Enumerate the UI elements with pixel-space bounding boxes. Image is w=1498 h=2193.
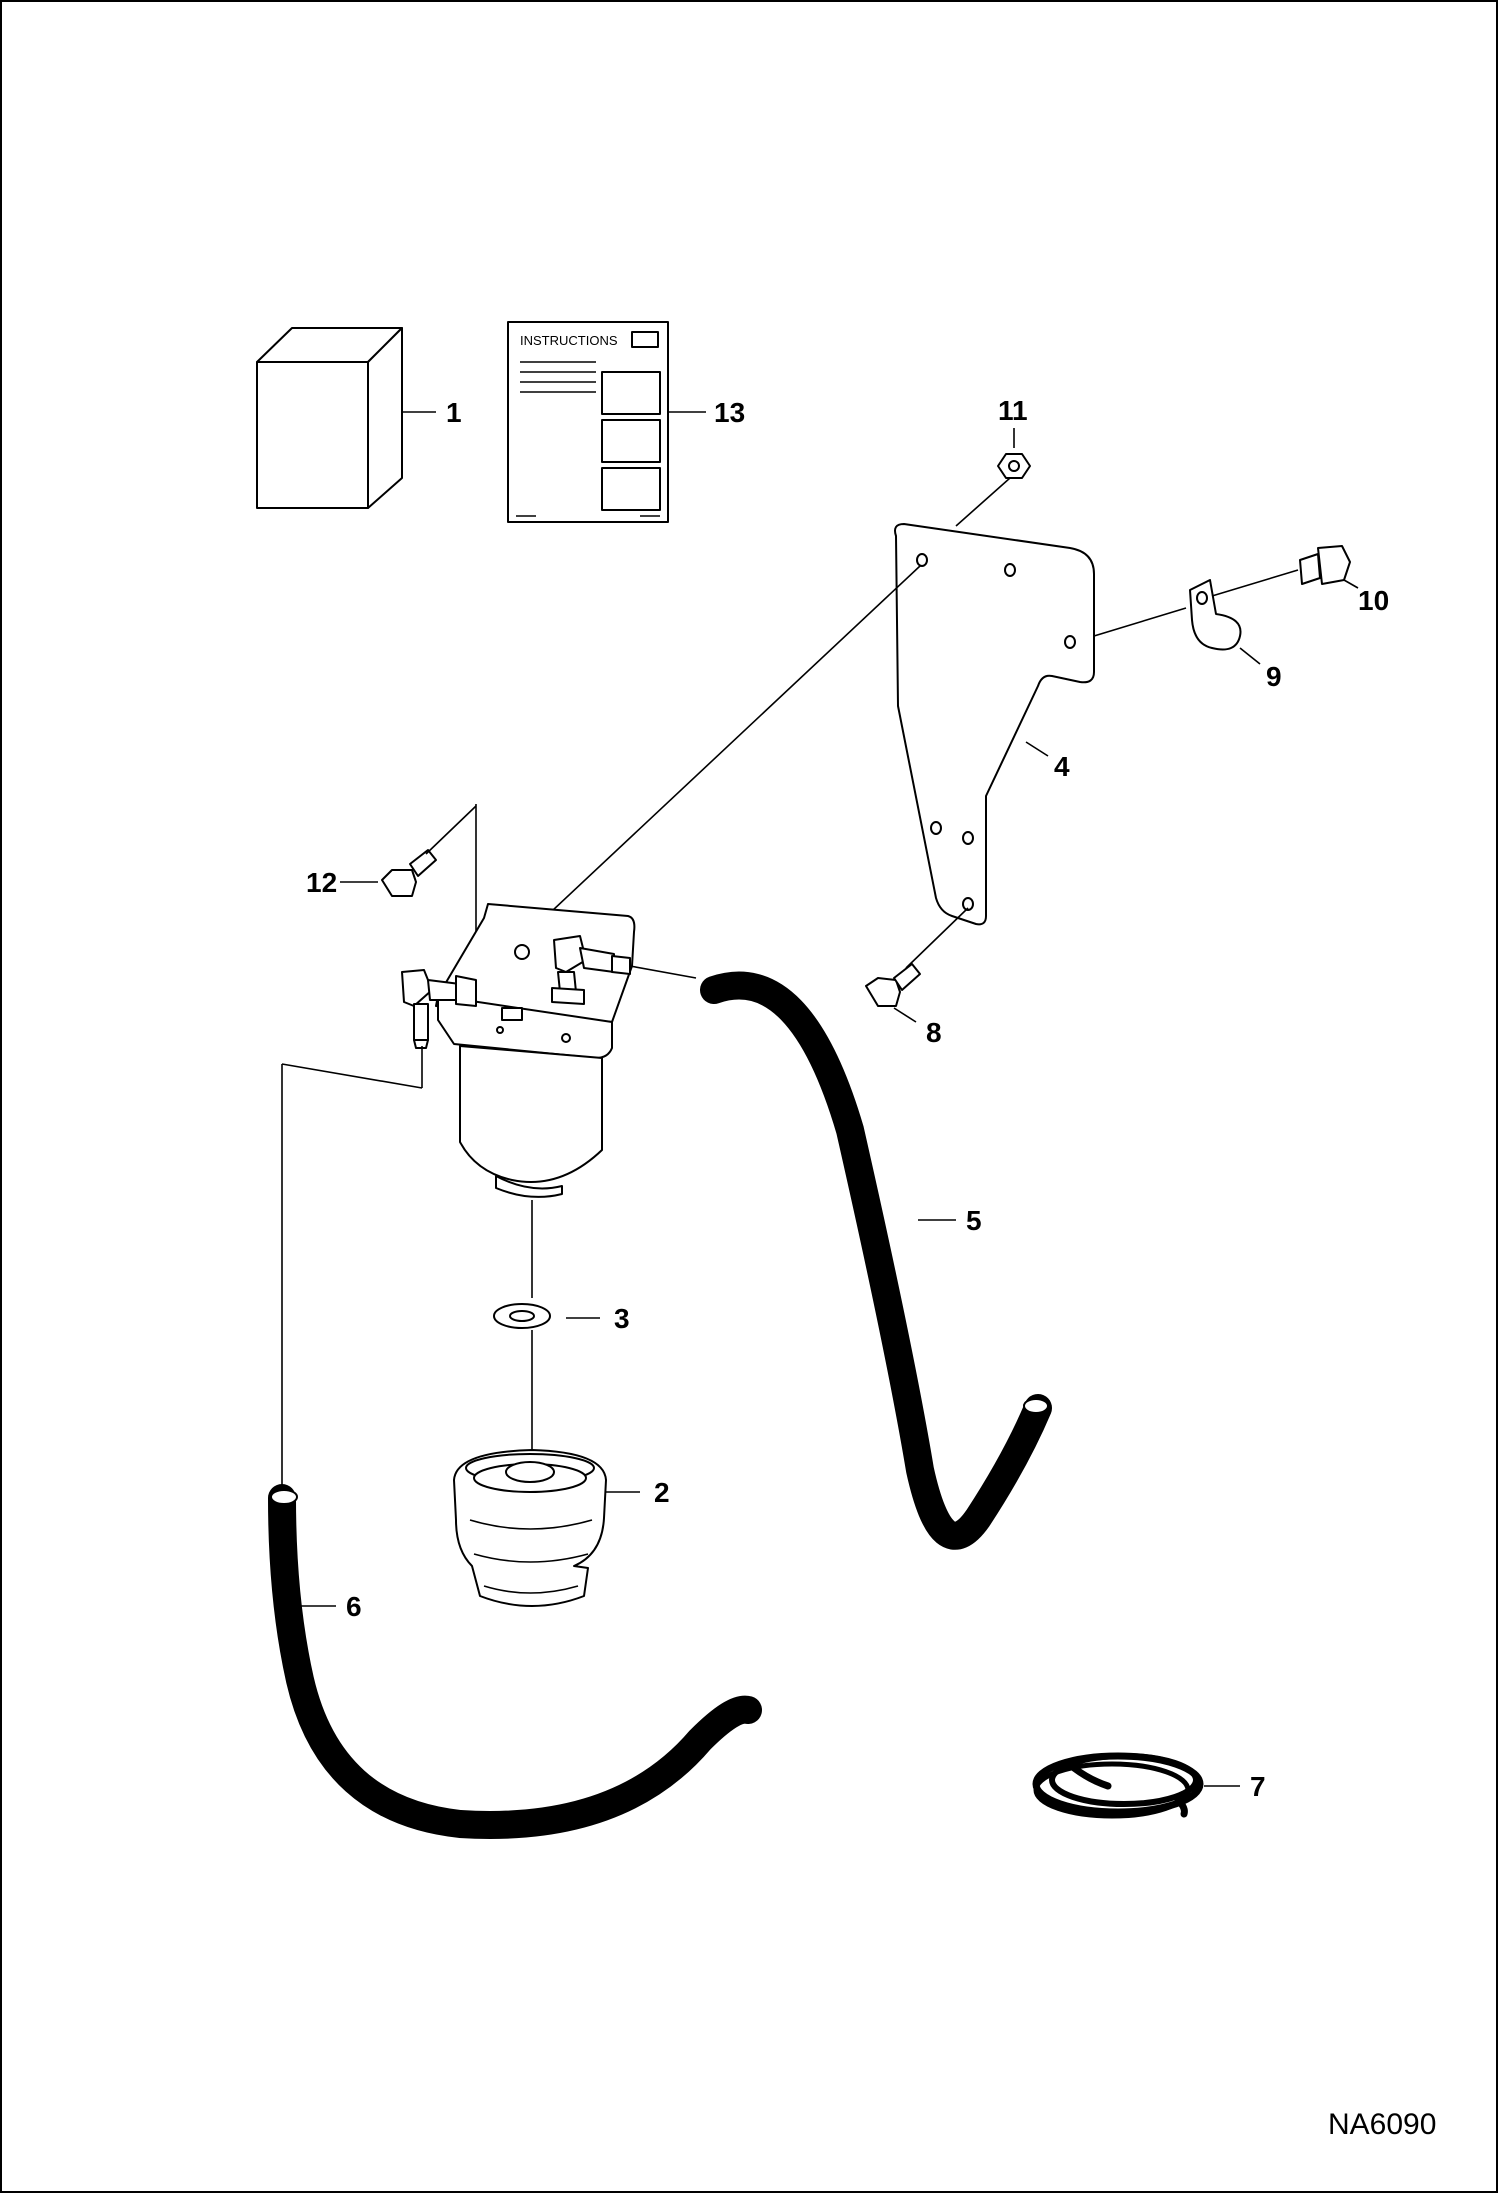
- callout-8: 8: [926, 1017, 942, 1048]
- callout-10: 10: [1358, 585, 1389, 616]
- callout-4: 4: [1054, 751, 1070, 782]
- drawing-code: NA6090: [1328, 2108, 1436, 2141]
- callout-1: 1: [446, 397, 462, 428]
- part-10-bolt: [1299, 545, 1351, 585]
- leader-10: [1343, 579, 1359, 589]
- part-12-bolt: [381, 849, 437, 897]
- callout-7: 7: [1250, 1771, 1266, 1802]
- instruction-sheet-title: INSTRUCTIONS: [520, 333, 618, 348]
- callout-11: 11: [998, 395, 1028, 426]
- part-9-clamp: [1189, 579, 1242, 651]
- fuel-filter-bowl: [459, 1045, 603, 1198]
- callout-12: 12: [306, 867, 337, 898]
- part-2-filter-element: [453, 1449, 607, 1607]
- fuel-filter-head: [401, 903, 636, 1059]
- part-8-bolt: [865, 963, 921, 1007]
- callout-9: 9: [1266, 661, 1282, 692]
- leader-4: [1025, 741, 1049, 757]
- part-5-hose: [700, 971, 1052, 1550]
- callout-3: 3: [614, 1303, 630, 1334]
- callout-5: 5: [966, 1205, 982, 1236]
- part-6-hose: [268, 1484, 762, 1839]
- leader-8: [893, 1007, 917, 1023]
- part-11-nut: [997, 453, 1031, 479]
- part-4-mounting-bracket: [894, 523, 1095, 926]
- leader-9: [1239, 647, 1261, 665]
- part-7-coiled-tube: [1032, 1752, 1204, 1819]
- callout-13: 13: [714, 397, 745, 428]
- part-1-box: [256, 327, 403, 509]
- part-13-instruction-sheet: INSTRUCTIONS: [507, 321, 669, 523]
- callout-6: 6: [346, 1591, 362, 1622]
- callout-2: 2: [654, 1477, 670, 1508]
- part-3-gasket: [493, 1303, 551, 1329]
